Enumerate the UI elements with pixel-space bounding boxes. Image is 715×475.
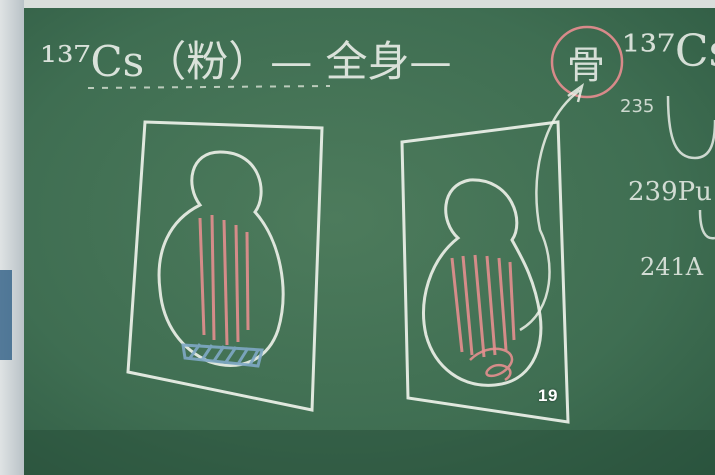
slide-number: 19 [538,386,558,406]
left-edge-strip [0,0,24,475]
board-shadow-bottom [24,430,715,475]
isotope-235-text: 235 [620,96,654,117]
board-top-frame [24,0,715,8]
isotope-239-text: 239Pu [628,177,712,207]
circled-char: 骨 [567,43,605,87]
heading-chalk-text: ¹³⁷Cs（粉）— 全身— [40,37,452,86]
left-edge-accent [0,270,12,360]
isotope-241-text: 241A [640,253,704,281]
right-heading-chalk-text: ¹³⁷Cs [622,26,715,77]
